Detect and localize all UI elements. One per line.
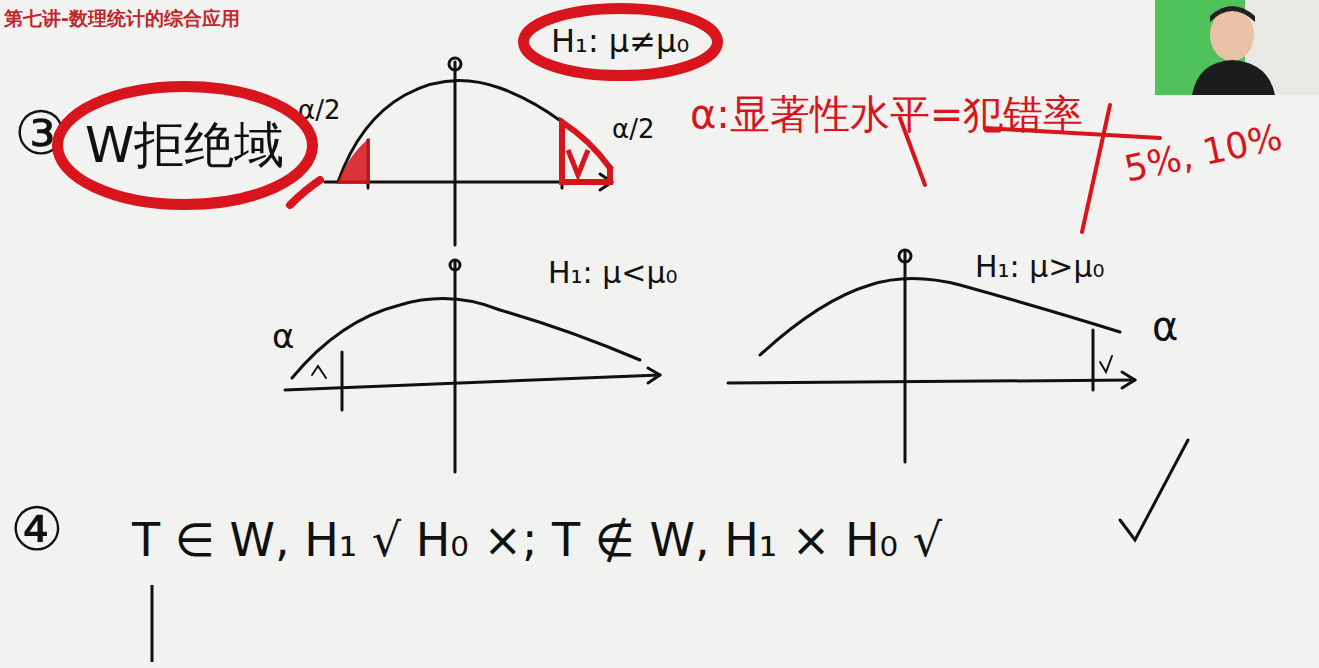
alpha-half: α/2 (612, 115, 654, 144)
oval-stroke (524, 9, 718, 76)
rejection-region-oval: W拒绝域 (51, 80, 319, 211)
alternative-hypothesis-oval: H₁: μ≠μ₀ (517, 2, 724, 82)
right-tailed-graph (728, 250, 1135, 462)
hypothesis-label: H₁: μ<μ₀ (548, 256, 678, 289)
hypothesis-label: H₁: μ>μ₀ (975, 250, 1105, 283)
lecture-title: 第七讲-数理统计的综合应用 (4, 8, 240, 29)
test-decision-rule: T ∈ W, H₁ √ H₀ ×; T ∉ W, H₁ × H₀ √ (132, 515, 942, 566)
rejection-tails (340, 122, 610, 182)
alpha-label: α (1152, 304, 1178, 348)
level-values: 5%, 10% (1121, 117, 1286, 189)
red-stroke (290, 180, 320, 205)
t-stem (151, 585, 154, 662)
check-stroke (1120, 440, 1188, 540)
alpha-label: α (272, 318, 294, 355)
oval-stroke (58, 87, 313, 205)
section-number: ④ (10, 496, 64, 562)
oval-text: H₁: μ≠μ₀ (551, 24, 689, 59)
webcam-frame (1155, 0, 1319, 95)
significance-note: α:显著性水平=犯错率 (690, 92, 1083, 136)
left-tailed-graph (285, 260, 660, 472)
oval-text: W拒绝域 (85, 118, 284, 173)
two-sided-graph (325, 58, 612, 245)
